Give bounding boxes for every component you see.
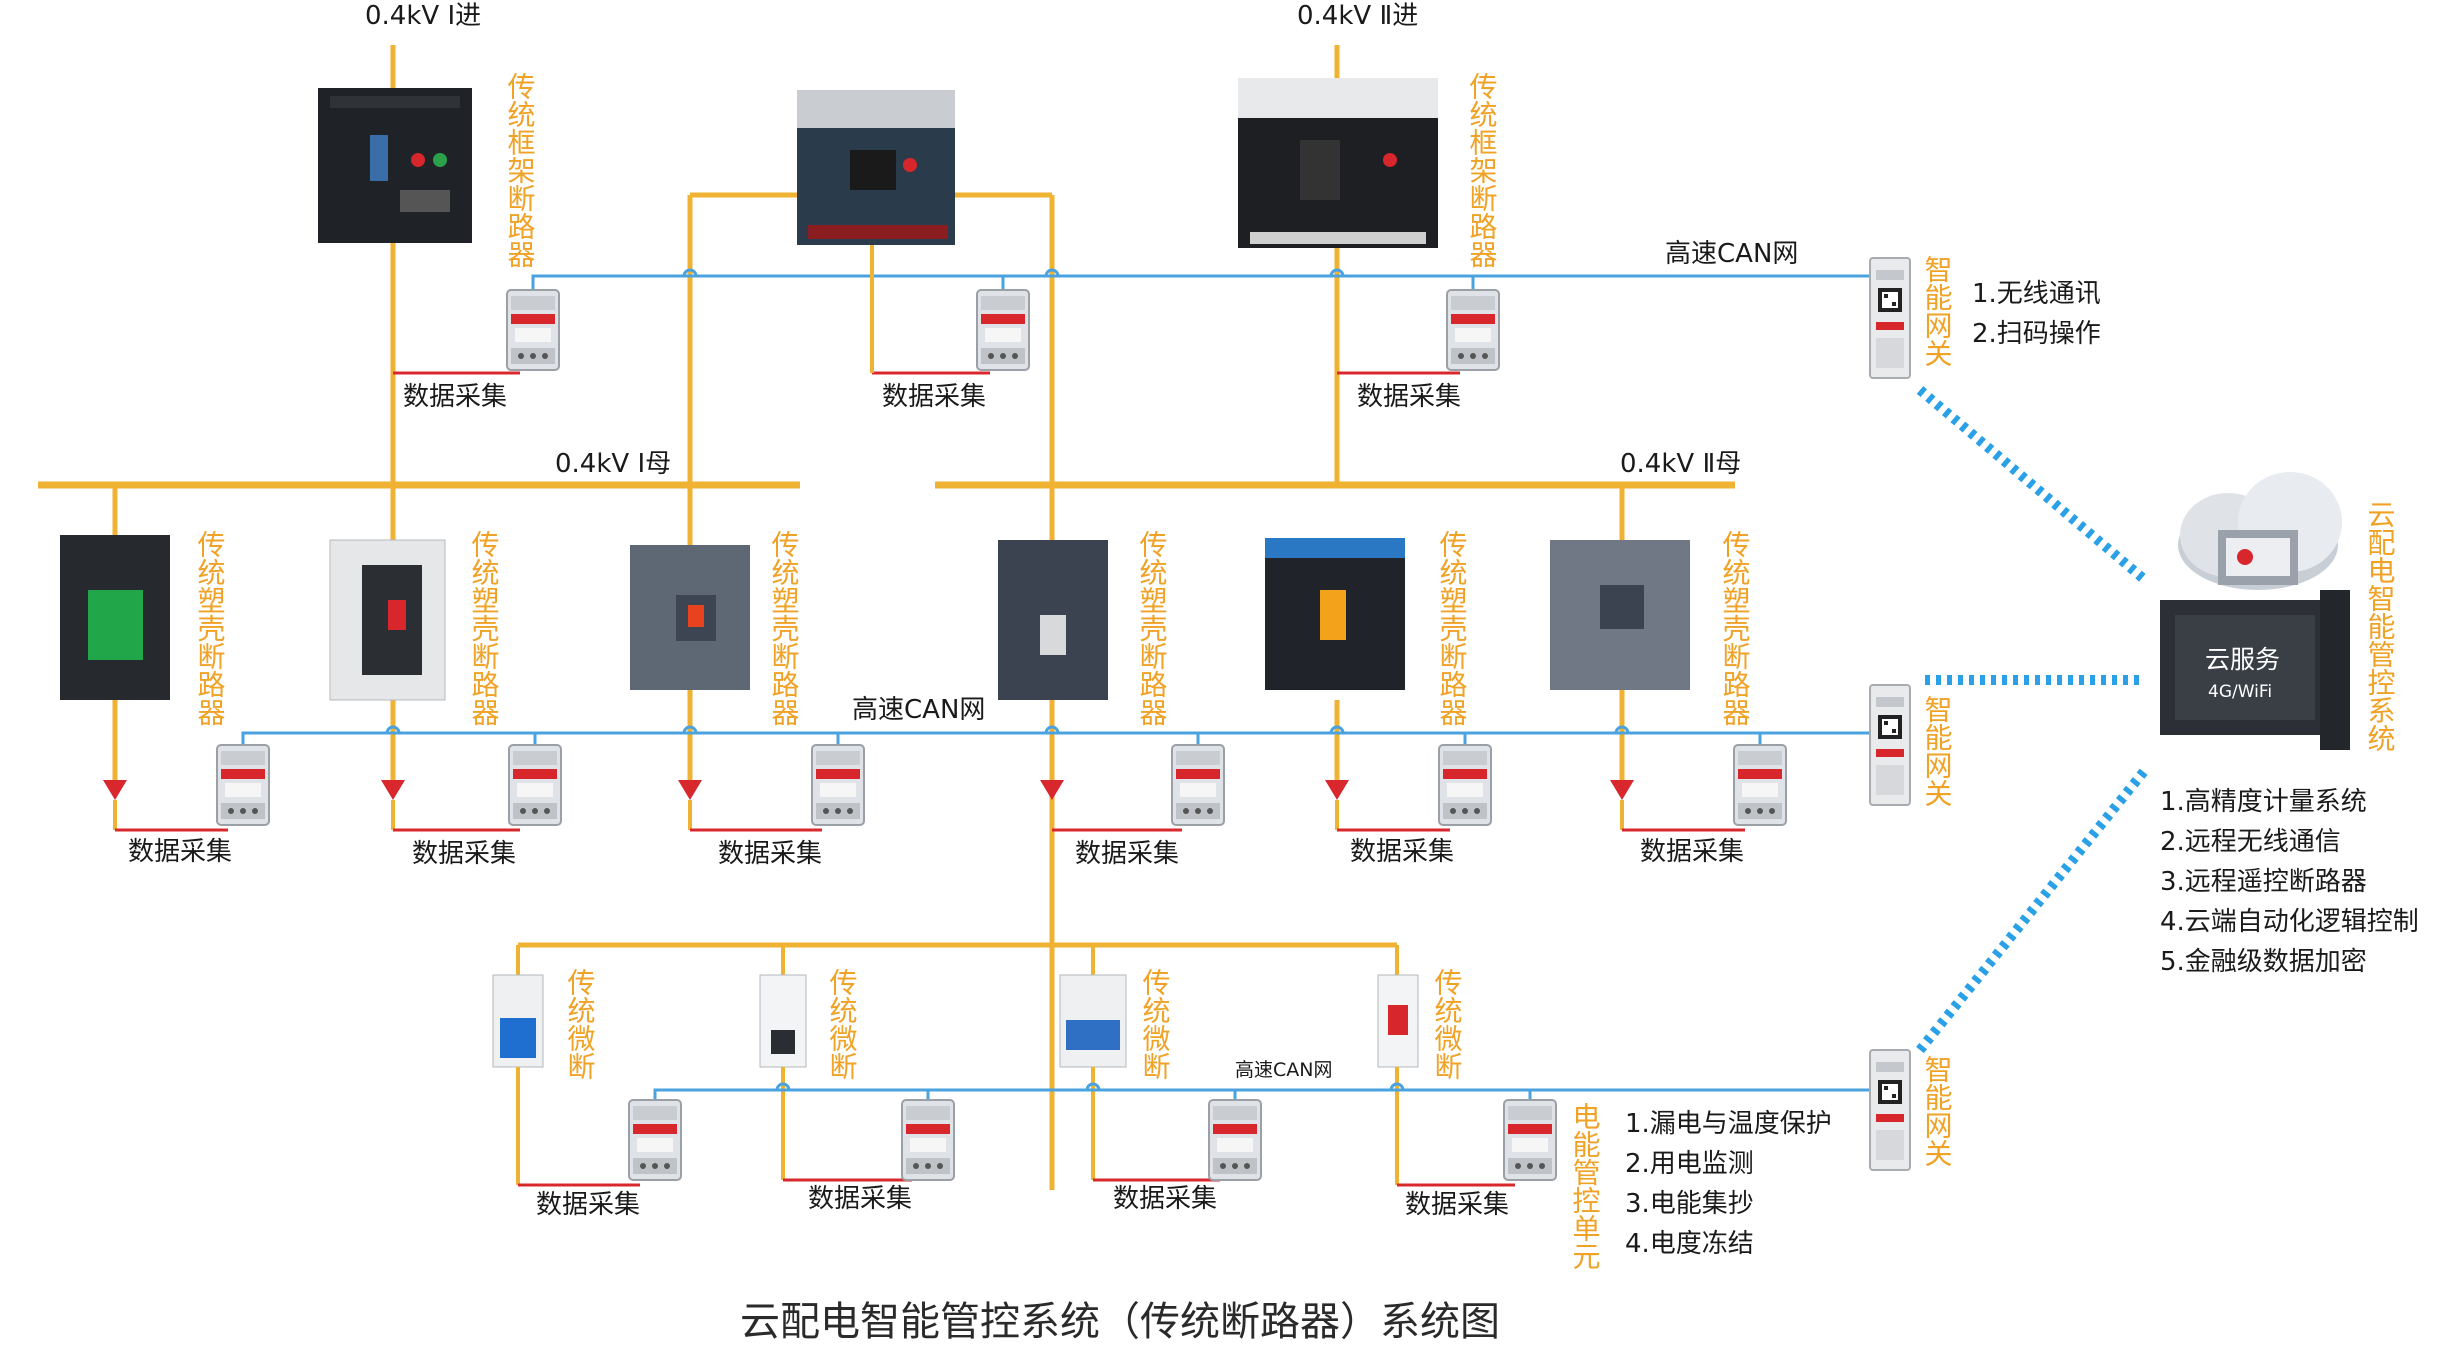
top-data-collection bbox=[393, 245, 1500, 375]
can-label-bottom: 高速CAN网 bbox=[1235, 1059, 1332, 1081]
middle-data-collection bbox=[103, 744, 1787, 832]
bottom-data-collection bbox=[518, 1099, 1557, 1187]
cloud-service-label: 云服务 bbox=[2205, 645, 2280, 674]
data-collect-top-3: 数据采集 bbox=[1357, 382, 1461, 412]
data-collect-mid-1: 数据采集 bbox=[128, 837, 232, 867]
label-molded-3: 传统塑壳断路器 bbox=[768, 530, 801, 726]
input-label-right: 0.4kV Ⅱ进 bbox=[1297, 1, 1418, 31]
gateway-3 bbox=[1869, 1049, 1911, 1171]
molded-breaker-4 bbox=[998, 485, 1108, 780]
label-miniature-4: 传统微断 bbox=[1431, 968, 1464, 1080]
label-gateway-1: 智能网关 bbox=[1921, 255, 1954, 367]
diagram-title: 云配电智能管控系统（传统断路器）系统图 bbox=[740, 1299, 1500, 1345]
frame-breaker-1 bbox=[318, 88, 472, 243]
meter-top-2 bbox=[976, 289, 1030, 371]
label-gateway-2: 智能网关 bbox=[1921, 695, 1954, 807]
cloud-feature-3: 3.远程遥控断路器 bbox=[2160, 867, 2367, 897]
molded-breaker-6 bbox=[1550, 485, 1690, 780]
meter-top-3 bbox=[1446, 289, 1500, 371]
cloud-feature-4: 4.云端自动化逻辑控制 bbox=[2160, 907, 2419, 937]
gateway-feature-1: 1.无线通讯 bbox=[1972, 279, 2101, 309]
label-energy-unit: 电能管控单元 bbox=[1569, 1102, 1602, 1270]
frame-breaker-2 bbox=[797, 90, 955, 245]
bus-label-left: 0.4kV Ⅰ母 bbox=[555, 449, 671, 479]
label-frame-breaker-1: 传统框架断路器 bbox=[504, 72, 537, 268]
cloud-feature-5: 5.金融级数据加密 bbox=[2160, 947, 2367, 977]
gateway-feature-2: 2.扫码操作 bbox=[1972, 319, 2101, 349]
data-collect-mid-5: 数据采集 bbox=[1350, 837, 1454, 867]
cloud-feature-2: 2.远程无线通信 bbox=[2160, 827, 2341, 857]
data-collect-bot-3: 数据采集 bbox=[1113, 1184, 1217, 1214]
unit-feature-3: 3.电能集抄 bbox=[1625, 1189, 1754, 1219]
molded-breakers bbox=[60, 485, 1690, 780]
label-miniature-2: 传统微断 bbox=[826, 968, 859, 1080]
molded-breaker-3 bbox=[630, 485, 750, 780]
cloud-feature-1: 1.高精度计量系统 bbox=[2160, 787, 2367, 817]
label-miniature-1: 传统微断 bbox=[564, 968, 597, 1080]
gateway-1 bbox=[1869, 257, 1911, 379]
data-collect-bot-2: 数据采集 bbox=[808, 1184, 912, 1214]
molded-breaker-2 bbox=[329, 485, 446, 780]
label-molded-6: 传统塑壳断路器 bbox=[1719, 530, 1752, 726]
unit-feature-2: 2.用电监测 bbox=[1625, 1149, 1754, 1179]
label-molded-5: 传统塑壳断路器 bbox=[1436, 530, 1469, 726]
molded-breaker-5 bbox=[1265, 538, 1405, 780]
input-label-left: 0.4kV Ⅰ进 bbox=[365, 1, 481, 31]
data-collect-mid-2: 数据采集 bbox=[412, 839, 516, 869]
label-molded-4: 传统塑壳断路器 bbox=[1136, 530, 1169, 726]
can-network-bottom bbox=[653, 1082, 1870, 1108]
label-molded-1: 传统塑壳断路器 bbox=[194, 530, 227, 726]
unit-feature-4: 4.电度冻结 bbox=[1625, 1229, 1754, 1259]
cloud-network-label: 4G/WiFi bbox=[2208, 682, 2272, 702]
molded-breaker-1 bbox=[60, 485, 170, 780]
label-molded-2: 传统塑壳断路器 bbox=[468, 530, 501, 726]
gateway-2 bbox=[1869, 684, 1911, 806]
can-network-top bbox=[531, 268, 1870, 308]
label-gateway-3: 智能网关 bbox=[1921, 1055, 1954, 1167]
can-network-middle bbox=[241, 725, 1870, 755]
data-collect-top-1: 数据采集 bbox=[403, 382, 507, 412]
wireless-links bbox=[1916, 386, 2149, 1054]
data-collect-bot-4: 数据采集 bbox=[1405, 1190, 1509, 1220]
cloud-server bbox=[2160, 472, 2350, 750]
can-label-middle: 高速CAN网 bbox=[852, 695, 985, 725]
data-collect-mid-4: 数据采集 bbox=[1075, 839, 1179, 869]
data-collect-bot-1: 数据采集 bbox=[536, 1190, 640, 1220]
data-collect-top-2: 数据采集 bbox=[882, 382, 986, 412]
miniature-feeder bbox=[492, 942, 1419, 1185]
label-miniature-3: 传统微断 bbox=[1139, 968, 1172, 1080]
bus-label-right: 0.4kV Ⅱ母 bbox=[1620, 449, 1741, 479]
frame-breaker-3 bbox=[1238, 78, 1438, 248]
can-label-top: 高速CAN网 bbox=[1665, 239, 1798, 269]
meter-top-1 bbox=[506, 289, 560, 371]
label-cloud-system: 云配电智能管控系统 bbox=[2364, 500, 2397, 752]
data-collect-mid-6: 数据采集 bbox=[1640, 837, 1744, 867]
label-frame-breaker-3: 传统框架断路器 bbox=[1466, 72, 1499, 268]
data-collect-mid-3: 数据采集 bbox=[718, 839, 822, 869]
unit-feature-1: 1.漏电与温度保护 bbox=[1625, 1109, 1832, 1139]
